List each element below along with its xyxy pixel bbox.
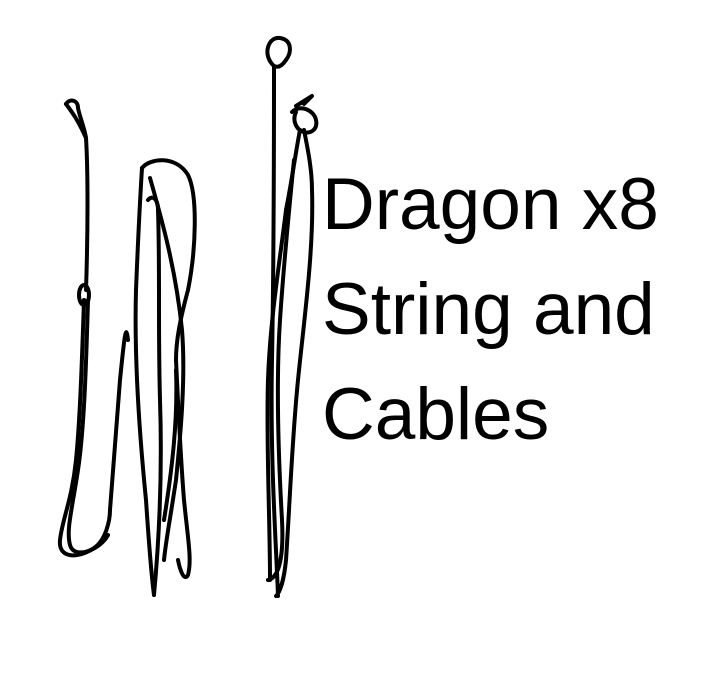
- title-line-2: String and: [322, 269, 655, 350]
- product-title: Dragon x8 String and Cables: [322, 152, 659, 467]
- left-string-drawing: [57, 98, 130, 558]
- title-line-1: Dragon x8: [322, 164, 659, 245]
- title-line-3: Cables: [322, 374, 550, 455]
- middle-cable-drawing: [133, 158, 197, 597]
- right-cable-drawing: [265, 35, 319, 598]
